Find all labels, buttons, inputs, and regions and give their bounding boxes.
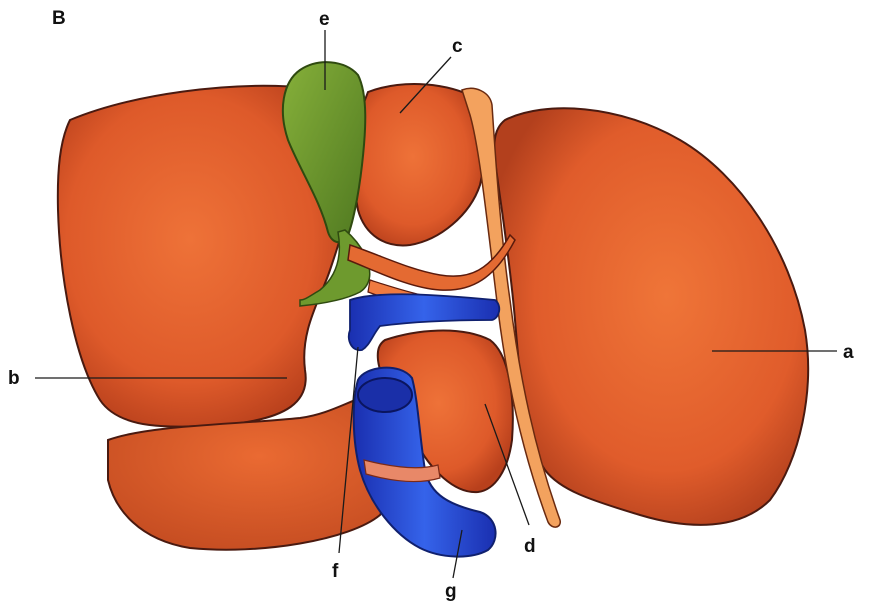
label-a: a bbox=[843, 342, 854, 363]
panel-label: B bbox=[52, 8, 66, 29]
label-b: b bbox=[8, 368, 20, 389]
quadrate-lobe bbox=[354, 84, 484, 245]
label-f: f bbox=[332, 561, 339, 582]
label-e: e bbox=[319, 9, 330, 30]
label-d: d bbox=[524, 536, 536, 557]
label-c: c bbox=[452, 36, 463, 57]
label-g: g bbox=[445, 581, 457, 602]
ivc-opening bbox=[358, 378, 412, 412]
